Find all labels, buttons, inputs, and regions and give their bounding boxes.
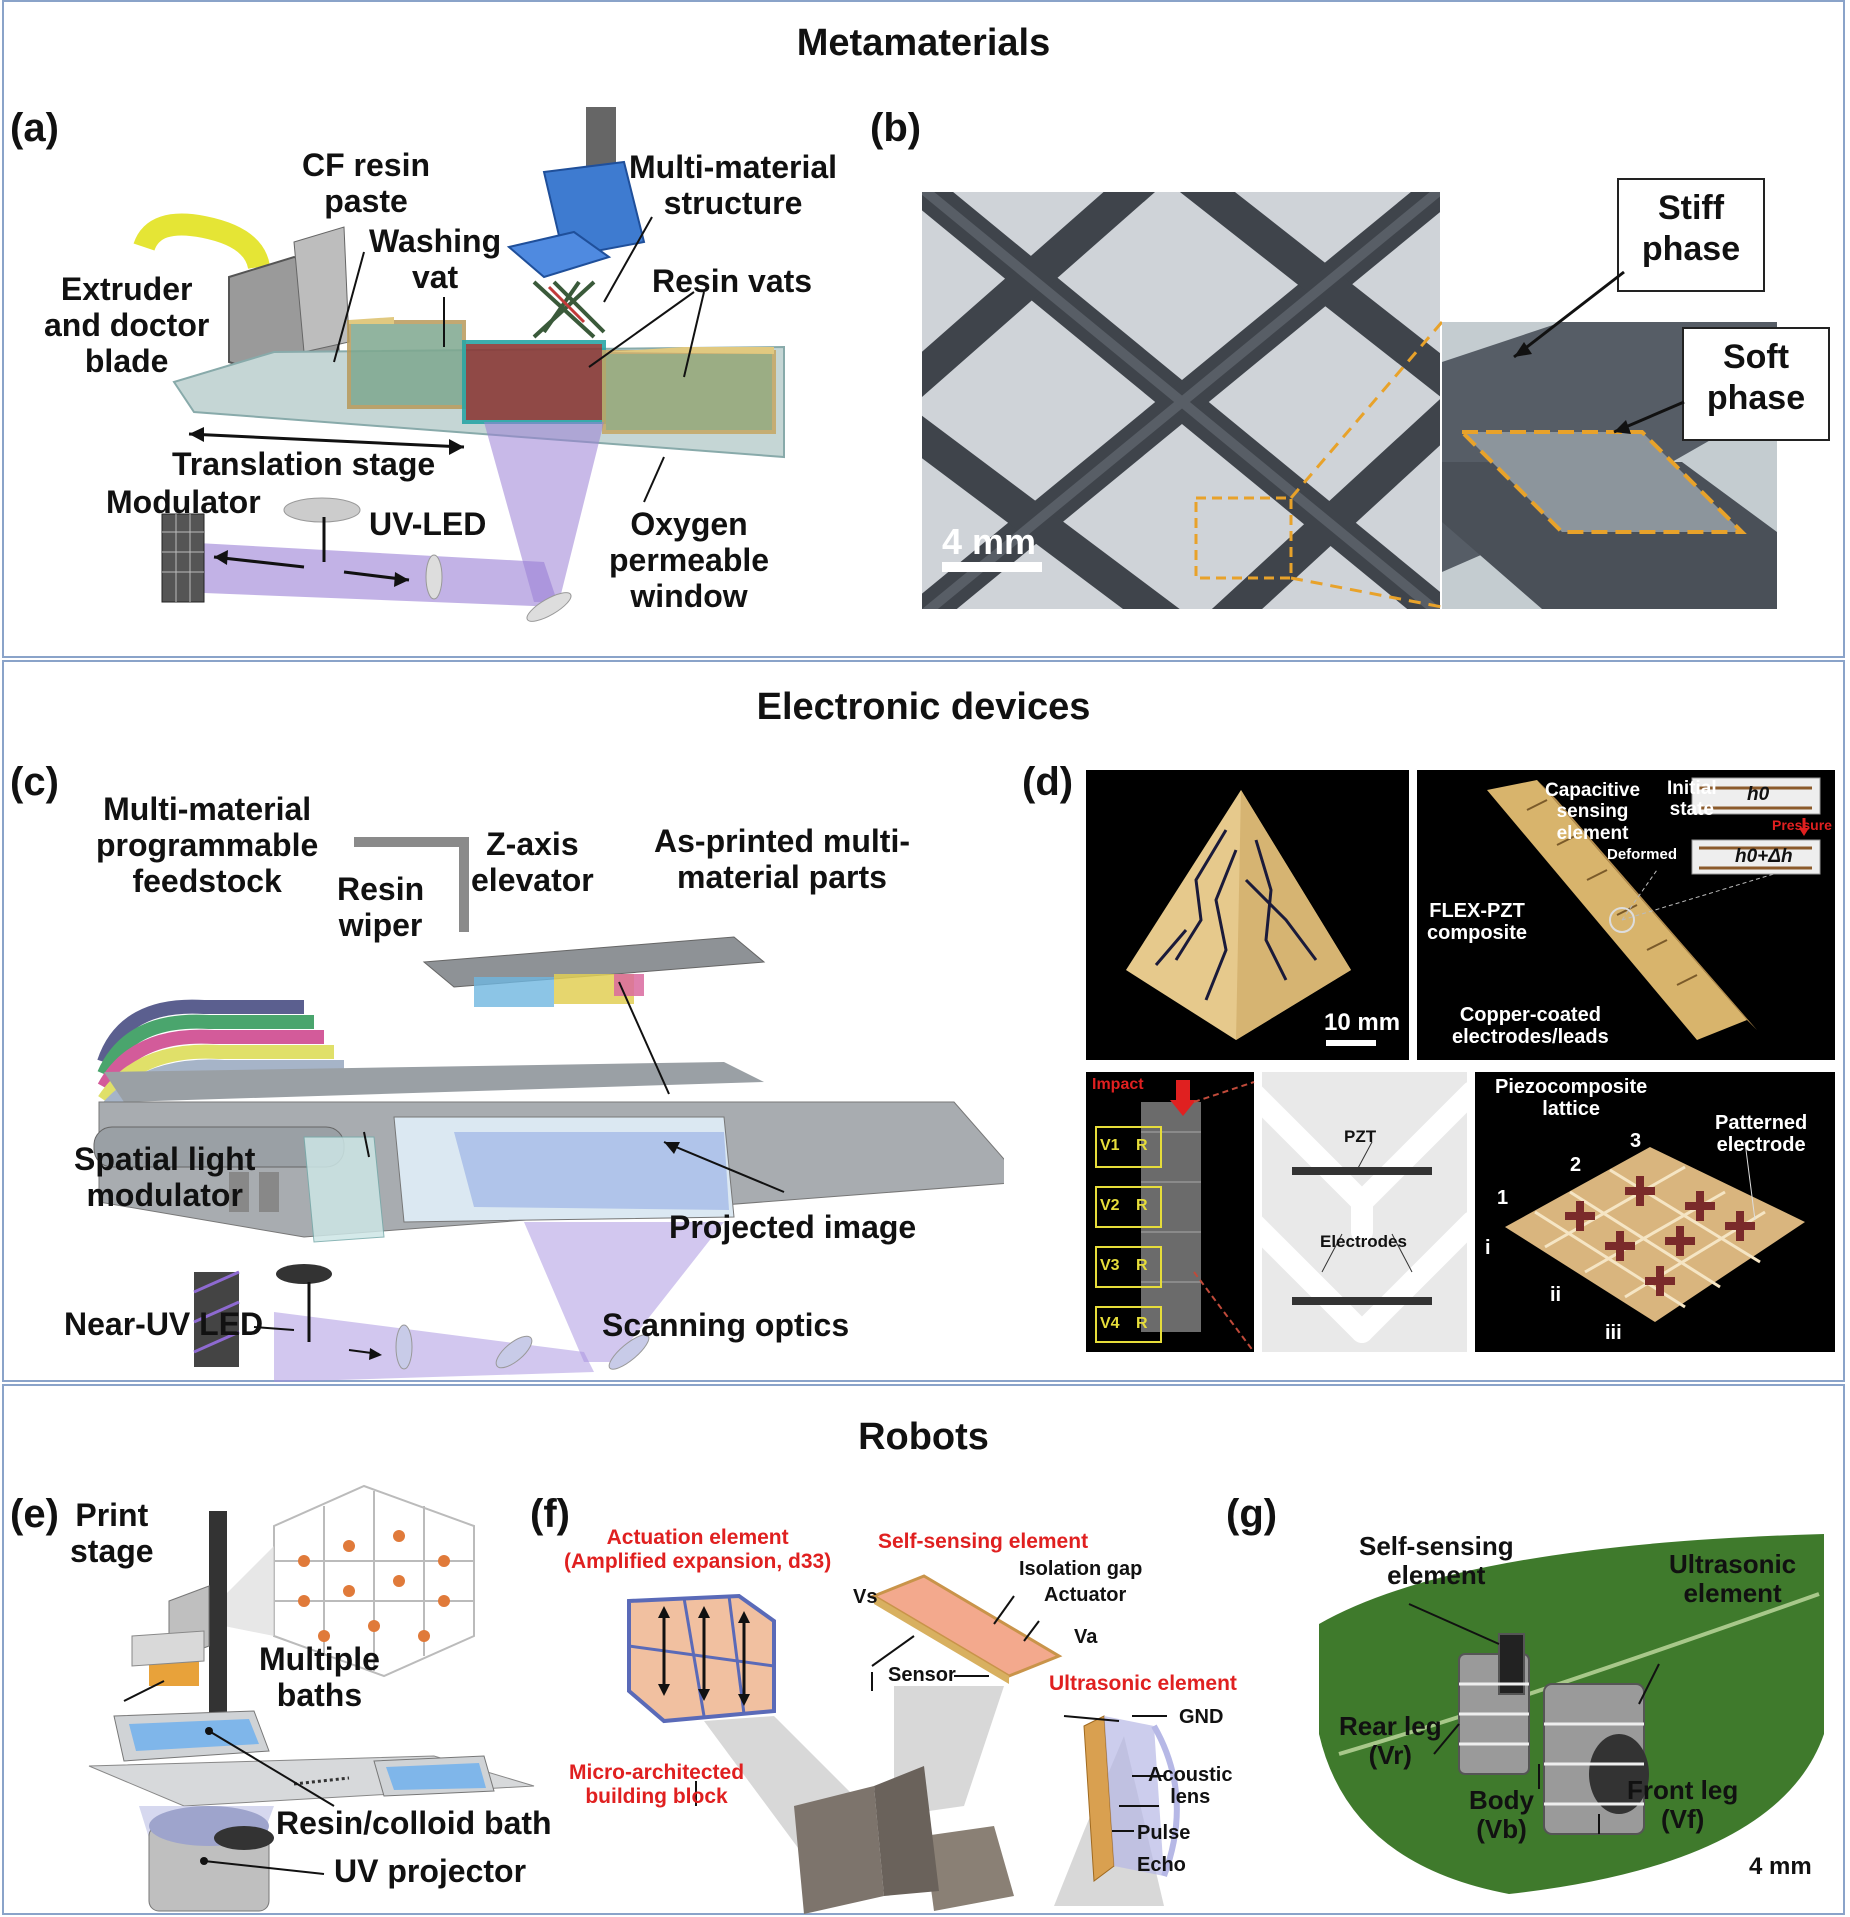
panel-label-f: (f)	[530, 1492, 570, 1536]
lattice-photo: 4 mm	[922, 192, 1440, 609]
label-actuation-element: Actuation element(Amplified expansion, d…	[564, 1526, 832, 1573]
label-translation-stage: Translation stage	[172, 446, 436, 482]
zoomed-strut-photo	[1442, 322, 1777, 609]
label-pulse: Pulse	[1137, 1822, 1191, 1844]
phase-pointers	[1513, 270, 1685, 434]
electronic-devices-section: Electronic devices (c)	[2, 660, 1845, 1382]
label-echo: Echo	[1137, 1854, 1186, 1876]
label-front-leg: Front leg(Vf)	[1627, 1775, 1739, 1835]
panel-label-d: (d)	[1022, 760, 1074, 804]
panel-label-b: (b)	[870, 106, 922, 150]
label-electrodes: Electrodes	[1320, 1232, 1407, 1251]
label-self-sensing-element: Self-sensing element	[878, 1530, 1089, 1553]
metamaterials-section: Metamaterials (a)	[2, 0, 1845, 658]
label-va: Va	[1074, 1626, 1098, 1648]
label-r2: R	[1136, 1197, 1148, 1214]
zoom-connector-d	[1193, 1081, 1255, 1353]
section-title: Electronic devices	[756, 686, 1091, 728]
scale-bar-label-d: 10 mm	[1324, 1009, 1401, 1036]
printer-diagram-a	[133, 107, 785, 622]
label-resin-colloid-bath: Resin/colloid bath	[276, 1805, 552, 1841]
label-pzt: PZT	[1344, 1127, 1377, 1146]
pyramid-photo: 10 mm	[1086, 770, 1409, 1060]
label-uv-led: UV-LED	[369, 506, 487, 542]
label-r4: R	[1136, 1315, 1148, 1332]
panel-label-g: (g)	[1226, 1492, 1278, 1536]
panel-label-c: (c)	[10, 760, 59, 804]
label-v2: V2	[1100, 1197, 1120, 1214]
label-gnd: GND	[1179, 1706, 1224, 1728]
label-r1: R	[1136, 1137, 1148, 1154]
impact-column-photo: Impact V1 V2 V3 V4 R R R R	[1086, 1072, 1254, 1352]
label-sensor: Sensor	[888, 1664, 956, 1686]
label-ultrasonic-element-f: Ultrasonic element	[1049, 1672, 1237, 1695]
label-impact: Impact	[1092, 1076, 1144, 1093]
scale-bar-label-b: 4 mm	[942, 521, 1037, 562]
label-n1: 1	[1497, 1187, 1509, 1209]
label-deformed: Deformed	[1607, 846, 1678, 863]
label-scanning-optics: Scanning optics	[602, 1307, 850, 1343]
zoom-connectors-b	[1289, 321, 1444, 609]
building-block-diagram-f	[627, 1574, 1180, 1914]
label-vs: Vs	[853, 1586, 878, 1608]
label-near-uv-led: Near-UV LED	[64, 1306, 264, 1342]
scale-bar-label-g: 4 mm	[1749, 1853, 1812, 1880]
label-v3: V3	[1100, 1257, 1120, 1274]
label-resin-vats: Resin vats	[652, 263, 813, 299]
label-actuator: Actuator	[1044, 1584, 1127, 1606]
label-rii: ii	[1550, 1284, 1562, 1306]
label-projected-image: Projected image	[669, 1209, 917, 1245]
section-title: Robots	[858, 1416, 989, 1458]
label-pressure: Pressure	[1772, 817, 1832, 833]
label-rear-leg: Rear leg(Vr)	[1339, 1711, 1442, 1771]
label-body: Body(Vb)	[1469, 1785, 1534, 1845]
label-modulator: Modulator	[106, 484, 261, 520]
panel-label-e: (e)	[10, 1492, 59, 1536]
label-as-printed: As-printed multi-material parts	[654, 823, 910, 895]
printer-diagram-e	[88, 1484, 535, 1912]
label-v4: V4	[1100, 1315, 1120, 1332]
label-isolation-gap: Isolation gap	[1019, 1558, 1143, 1580]
label-n2: 2	[1570, 1154, 1582, 1176]
robots-section: Robots (e)	[2, 1384, 1845, 1915]
label-ri: i	[1485, 1237, 1491, 1259]
label-uv-projector: UV projector	[334, 1853, 527, 1889]
label-r3: R	[1136, 1257, 1148, 1274]
panel-label-a: (a)	[10, 106, 59, 150]
section-title: Metamaterials	[796, 22, 1051, 64]
label-riii: iii	[1605, 1322, 1622, 1344]
pzt-lattice-photo: PZT Electrodes	[1262, 1072, 1467, 1352]
label-h0-dh: h0+Δh	[1735, 846, 1793, 867]
label-h0: h0	[1747, 784, 1770, 805]
printer-diagram-c	[93, 837, 1004, 1382]
label-v1: V1	[1100, 1137, 1120, 1154]
label-n3: 3	[1630, 1130, 1642, 1152]
